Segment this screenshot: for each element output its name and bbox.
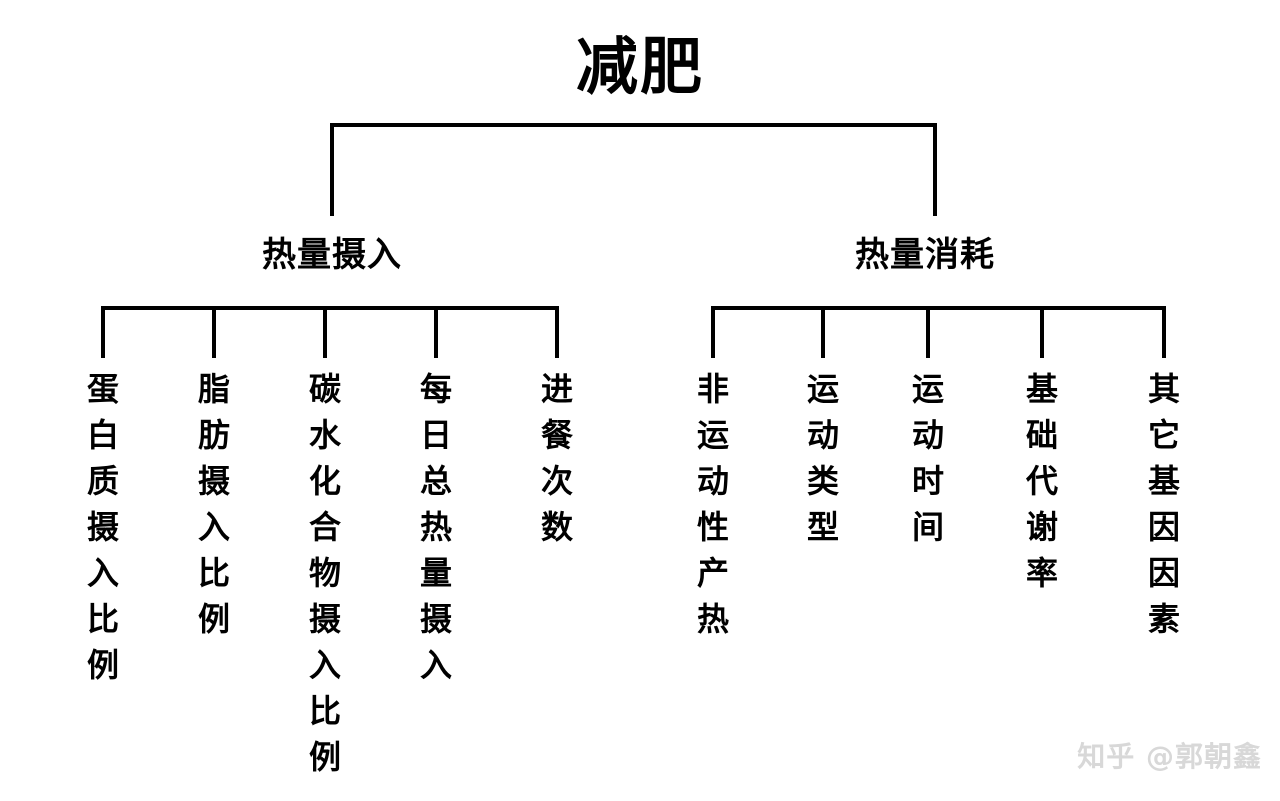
leaf-label-daily-total-calorie-intake: 每日总热量摄入: [413, 366, 459, 688]
leaf-label-carbohydrate-intake-ratio: 碳水化合物摄入比例: [302, 366, 348, 780]
leaf-label-char: 动: [806, 416, 839, 454]
leaf-label-char: 因: [1147, 554, 1180, 592]
leaf-label-char: 运: [696, 416, 729, 454]
left-branch-drop-4: [434, 306, 438, 358]
level1-horizontal-connector: [330, 123, 937, 127]
leaf-label-char: 例: [308, 738, 341, 776]
left-branch-drop-5: [555, 306, 559, 358]
leaf-label-char: 质: [86, 462, 119, 500]
leaf-label-basal-metabolic-rate: 基础代谢率: [1019, 366, 1065, 596]
watermark: 知乎 @郭朝鑫: [1077, 740, 1262, 773]
leaf-label-char: 类: [806, 462, 839, 500]
leaf-label-char: 运: [806, 370, 839, 408]
right-branch-drop-3: [926, 306, 930, 358]
leaf-label-char: 代: [1025, 462, 1058, 500]
leaf-label-char: 例: [197, 600, 230, 638]
leaf-label-char: 餐: [540, 416, 573, 454]
leaf-label-protein-intake-ratio: 蛋白质摄入比例: [80, 366, 126, 688]
leaf-label-char: 摄: [308, 600, 341, 638]
leaf-label-char: 入: [86, 554, 119, 592]
level1-drop-left: [330, 123, 334, 216]
branch-title-intake: 热量摄入: [262, 235, 402, 275]
leaf-label-char: 化: [308, 462, 341, 500]
leaf-label-char: 比: [86, 600, 119, 638]
leaf-label-char: 白: [86, 416, 119, 454]
branch-title-expenditure: 热量消耗: [855, 235, 995, 275]
leaf-label-char: 其: [1147, 370, 1180, 408]
leaf-label-char: 日: [419, 416, 452, 454]
leaf-label-char: 合: [308, 508, 341, 546]
left-branch-drop-3: [323, 306, 327, 358]
leaf-label-char: 总: [419, 462, 452, 500]
leaf-label-char: 数: [540, 508, 573, 546]
leaf-label-char: 碳: [308, 370, 341, 408]
right-branch-drop-1: [711, 306, 715, 358]
leaf-label-char: 动: [696, 462, 729, 500]
leaf-label-char: 摄: [197, 462, 230, 500]
leaf-label-char: 入: [419, 646, 452, 684]
leaf-label-fat-intake-ratio: 脂肪摄入比例: [191, 366, 237, 642]
leaf-label-char: 础: [1025, 416, 1058, 454]
leaf-label-char: 因: [1147, 508, 1180, 546]
leaf-label-char: 谢: [1025, 508, 1058, 546]
leaf-label-char: 型: [806, 508, 839, 546]
leaf-label-char: 肪: [197, 416, 230, 454]
right-branch-drop-2: [821, 306, 825, 358]
leaf-label-char: 时: [911, 462, 944, 500]
level1-drop-right: [933, 123, 937, 216]
leaf-label-char: 基: [1147, 462, 1180, 500]
leaf-label-char: 非: [696, 370, 729, 408]
leaf-label-char: 基: [1025, 370, 1058, 408]
leaf-label-non-exercise-thermogenesis: 非运动性产热: [690, 366, 736, 642]
leaf-label-char: 素: [1147, 600, 1180, 638]
right-branch-drop-5: [1162, 306, 1166, 358]
leaf-label-char: 间: [911, 508, 944, 546]
leaf-label-char: 量: [419, 554, 452, 592]
leaf-label-char: 运: [911, 370, 944, 408]
left-branch-horizontal-connector: [101, 306, 559, 310]
left-branch-drop-2: [212, 306, 216, 358]
leaf-label-char: 摄: [86, 508, 119, 546]
right-branch-drop-4: [1040, 306, 1044, 358]
root-node-title: 减肥: [575, 30, 704, 103]
leaf-label-char: 比: [197, 554, 230, 592]
leaf-label-exercise-duration: 运动时间: [905, 366, 951, 550]
leaf-label-char: 率: [1025, 554, 1058, 592]
leaf-label-char: 摄: [419, 600, 452, 638]
leaf-label-char: 蛋: [86, 370, 119, 408]
leaf-label-char: 每: [419, 370, 452, 408]
leaf-label-char: 热: [419, 508, 452, 546]
leaf-label-char: 产: [696, 554, 729, 592]
leaf-label-meal-frequency: 进餐次数: [534, 366, 580, 550]
leaf-label-char: 入: [308, 646, 341, 684]
leaf-label-char: 脂: [197, 370, 230, 408]
leaf-label-char: 次: [540, 462, 573, 500]
leaf-label-char: 动: [911, 416, 944, 454]
leaf-label-char: 热: [696, 600, 729, 638]
leaf-label-char: 水: [308, 416, 341, 454]
left-branch-drop-1: [101, 306, 105, 358]
leaf-label-char: 物: [308, 554, 341, 592]
leaf-label-exercise-type: 运动类型: [800, 366, 846, 550]
leaf-label-char: 性: [696, 508, 729, 546]
leaf-label-other-genetic-factors: 其它基因因素: [1141, 366, 1187, 642]
leaf-label-char: 它: [1147, 416, 1180, 454]
leaf-label-char: 比: [308, 692, 341, 730]
leaf-label-char: 进: [540, 370, 573, 408]
right-branch-horizontal-connector: [711, 306, 1166, 310]
leaf-label-char: 例: [86, 646, 119, 684]
leaf-label-char: 入: [197, 508, 230, 546]
